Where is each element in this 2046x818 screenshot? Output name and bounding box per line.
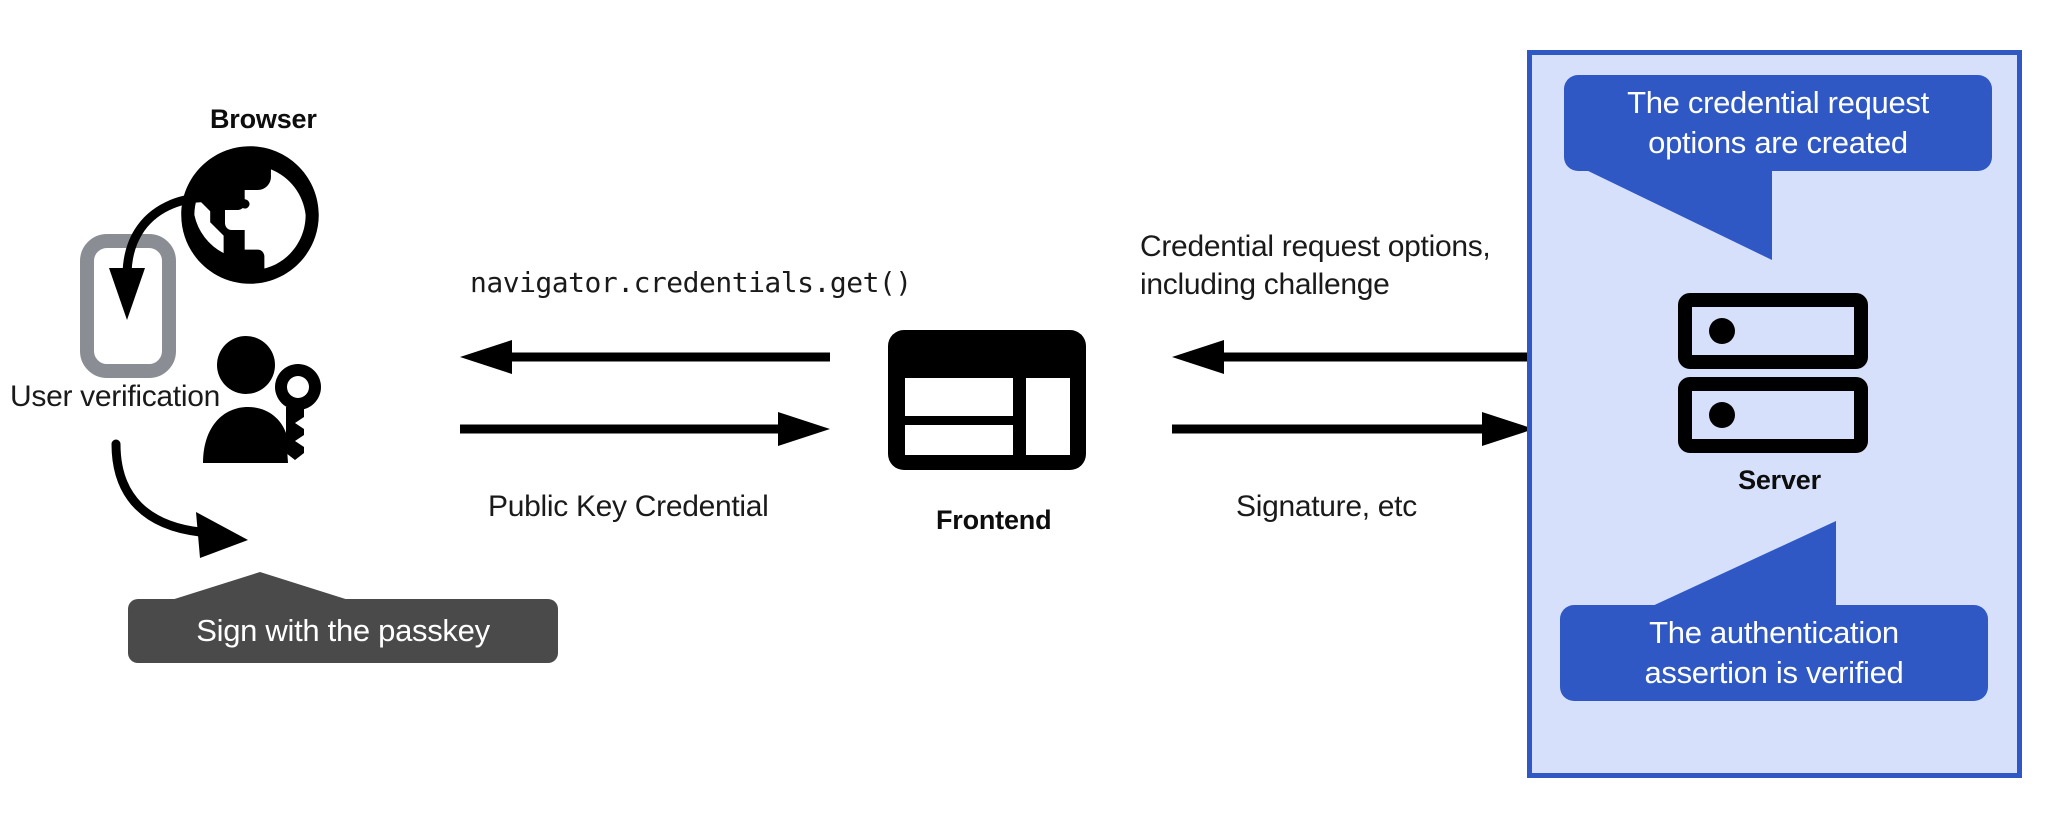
- passkey-callout-tail: [165, 572, 355, 602]
- passkey-callout: Sign with the passkey: [128, 599, 558, 663]
- person-with-key-icon: [198, 335, 328, 470]
- credential-request-options-label: Credential request options, including ch…: [1140, 230, 1491, 302]
- server-callout-bottom: The authentication assertion is verified: [1560, 605, 1988, 701]
- navigator-credentials-get-label: navigator.credentials.get(): [470, 266, 912, 299]
- arrow-browser-to-frontend: [460, 412, 830, 446]
- arrow-frontend-to-server: [1172, 412, 1534, 446]
- server-callout-top-tail: [1582, 168, 1782, 260]
- signature-etc-label: Signature, etc: [1236, 490, 1417, 523]
- server-callout-top: The credential request options are creat…: [1564, 75, 1992, 171]
- arrow-browser-to-phone: [85, 180, 265, 325]
- browser-label: Browser: [210, 104, 317, 134]
- server-callout-bottom-tail: [1646, 521, 1846, 609]
- smartphone-icon: [80, 234, 176, 378]
- server-panel: The credential request options are creat…: [1527, 50, 2022, 778]
- arrow-phone-to-user: [108, 439, 298, 565]
- arrow-frontend-to-browser: [460, 340, 830, 374]
- web-layout-icon: [888, 330, 1086, 470]
- frontend-label: Frontend: [936, 505, 1052, 535]
- globe-icon: [175, 140, 325, 290]
- server-label: Server: [1738, 465, 1821, 495]
- public-key-credential-label: Public Key Credential: [488, 490, 769, 523]
- user-verification-label: User verification: [10, 380, 220, 413]
- server-rack-icon: [1678, 293, 1868, 453]
- arrow-server-to-frontend: [1172, 340, 1534, 374]
